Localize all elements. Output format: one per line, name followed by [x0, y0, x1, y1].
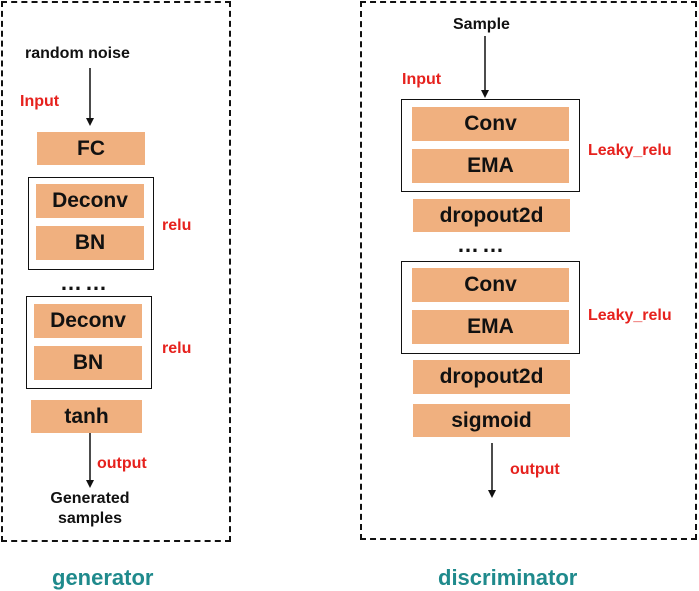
discriminator-dropout-block-1: dropout2d — [413, 199, 570, 232]
discriminator-activation-1: Leaky_relu — [588, 142, 672, 159]
generator-ellipsis: …… — [60, 270, 110, 295]
generator-tanh-block: tanh — [31, 400, 142, 433]
generator-fc-block: FC — [37, 132, 145, 165]
generator-output-line-2: samples — [57, 510, 123, 527]
discriminator-activation-2: Leaky_relu — [588, 307, 672, 324]
discriminator-input-label: Input — [402, 71, 442, 88]
generator-panel — [1, 1, 231, 542]
discriminator-title: discriminator — [438, 565, 578, 590]
discriminator-dropout-block-2: dropout2d — [413, 360, 570, 394]
generator-output-label: output — [97, 455, 147, 472]
discriminator-conv-block-2: Conv — [412, 268, 569, 302]
discriminator-ema-block-2: EMA — [412, 310, 569, 344]
generator-title: generator — [52, 565, 154, 590]
discriminator-output-label: output — [510, 461, 560, 478]
generator-bn-block-2: BN — [34, 346, 142, 380]
generator-input-label: Input — [20, 93, 60, 110]
generator-output-text: Generated samples — [30, 489, 150, 529]
discriminator-input-source: Sample — [453, 16, 510, 33]
discriminator-panel — [360, 1, 697, 540]
generator-activation-1: relu — [162, 217, 192, 234]
generator-deconv-block-1: Deconv — [36, 184, 144, 218]
generator-output-line-1: Generated — [50, 490, 130, 507]
generator-bn-block-1: BN — [36, 226, 144, 260]
generator-activation-2: relu — [162, 340, 192, 357]
generator-deconv-block-2: Deconv — [34, 304, 142, 338]
generator-input-source: random noise — [25, 45, 130, 62]
discriminator-conv-block-1: Conv — [412, 107, 569, 141]
discriminator-sigmoid-block: sigmoid — [413, 404, 570, 437]
discriminator-ellipsis: …… — [457, 232, 507, 257]
discriminator-ema-block-1: EMA — [412, 149, 569, 183]
